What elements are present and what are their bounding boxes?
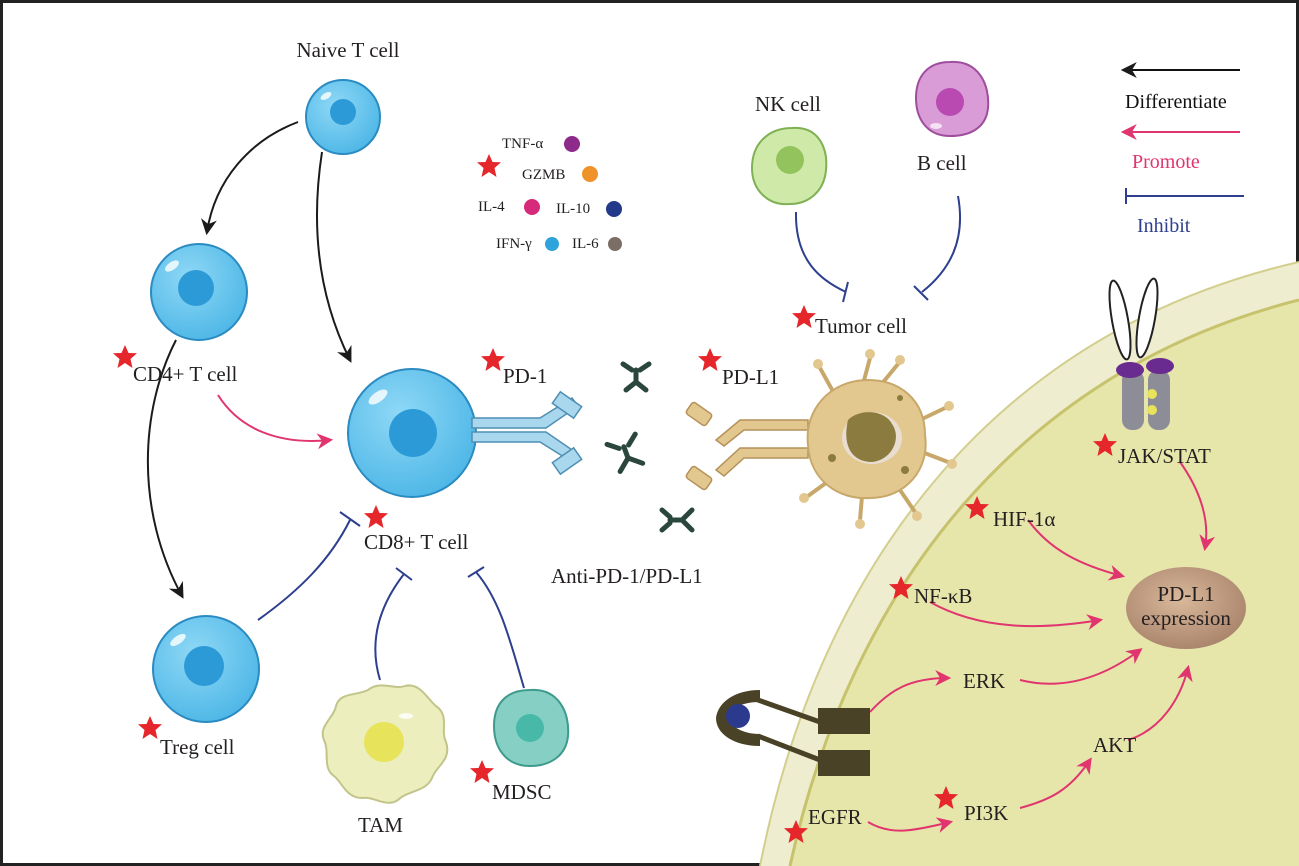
inhibit-lines <box>257 195 962 689</box>
naive-t-cell <box>305 79 381 155</box>
cytokine-label: IL-6 <box>572 236 599 252</box>
mdsc-label: MDSC <box>492 780 552 804</box>
hif1a-label: HIF-1α <box>993 507 1055 531</box>
pd1-receptor <box>471 390 583 476</box>
cytokine-dot <box>582 166 598 182</box>
cytokine-label: IFN-γ <box>496 236 532 252</box>
legend-differentiate: Differentiate <box>1125 91 1227 113</box>
tam-cell <box>321 684 449 804</box>
cytokine-legend: TNF-α GZMB IL-4 IL-10 IFN-γ IL-6 <box>478 136 622 252</box>
erk-label: ERK <box>963 669 1005 693</box>
antibody-icons <box>604 361 695 533</box>
cd8-t-cell-label: CD8+ T cell <box>364 530 469 554</box>
cytokine-dot <box>606 201 622 217</box>
jak-stat-label: JAK/STAT <box>1118 444 1211 468</box>
tumor-cell-label: Tumor cell <box>815 314 907 338</box>
cytokine-dot <box>608 237 622 251</box>
treg-cell <box>152 615 260 723</box>
cd4-t-cell <box>150 243 248 341</box>
egfr-receptor <box>716 690 870 776</box>
cytokine-label: TNF-α <box>502 136 543 152</box>
legend-promote: Promote <box>1132 151 1200 173</box>
expression-label-line2: expression <box>1141 606 1231 630</box>
cd8-t-cell <box>347 368 477 498</box>
differentiate-arrows <box>146 121 352 599</box>
b-cell-label: B cell <box>917 151 967 175</box>
legend-inhibit: Inhibit <box>1137 215 1191 237</box>
nk-cell-label: NK cell <box>755 92 821 116</box>
pd1-label: PD-1 <box>503 364 547 388</box>
pdl1-label: PD-L1 <box>722 365 779 389</box>
cytokine-label: GZMB <box>522 167 565 183</box>
cytokine-dot <box>545 237 559 251</box>
akt-label: AKT <box>1093 733 1136 757</box>
antibody-label: Anti-PD-1/PD-L1 <box>551 564 703 588</box>
tam-label: TAM <box>358 813 403 837</box>
promote-arrows <box>217 394 1216 833</box>
cytokine-dot <box>564 136 580 152</box>
cytokine-dot <box>524 199 540 215</box>
expression-label-line1: PD-L1 <box>1157 582 1214 606</box>
cytokine-label: IL-4 <box>478 199 505 215</box>
pdl1-expression-node: PD-L1 expression <box>1126 567 1246 649</box>
cd4-t-cell-label: CD4+ T cell <box>133 362 238 386</box>
legend: Differentiate Promote Inhibit <box>1120 62 1244 237</box>
b-cell <box>914 60 990 138</box>
tumor-cell <box>799 349 957 529</box>
nfkb-label: NF-κB <box>914 584 972 608</box>
pdl1-ligand <box>685 401 809 491</box>
jak-stat-receptor <box>1108 277 1174 430</box>
naive-t-cell-label: Naive T cell <box>296 38 399 62</box>
treg-cell-label: Treg cell <box>160 735 235 759</box>
cytokine-label: IL-10 <box>556 201 590 217</box>
pi3k-label: PI3K <box>964 801 1008 825</box>
nk-cell <box>750 126 828 206</box>
egfr-label: EGFR <box>808 805 862 829</box>
mdsc-cell <box>492 688 570 768</box>
